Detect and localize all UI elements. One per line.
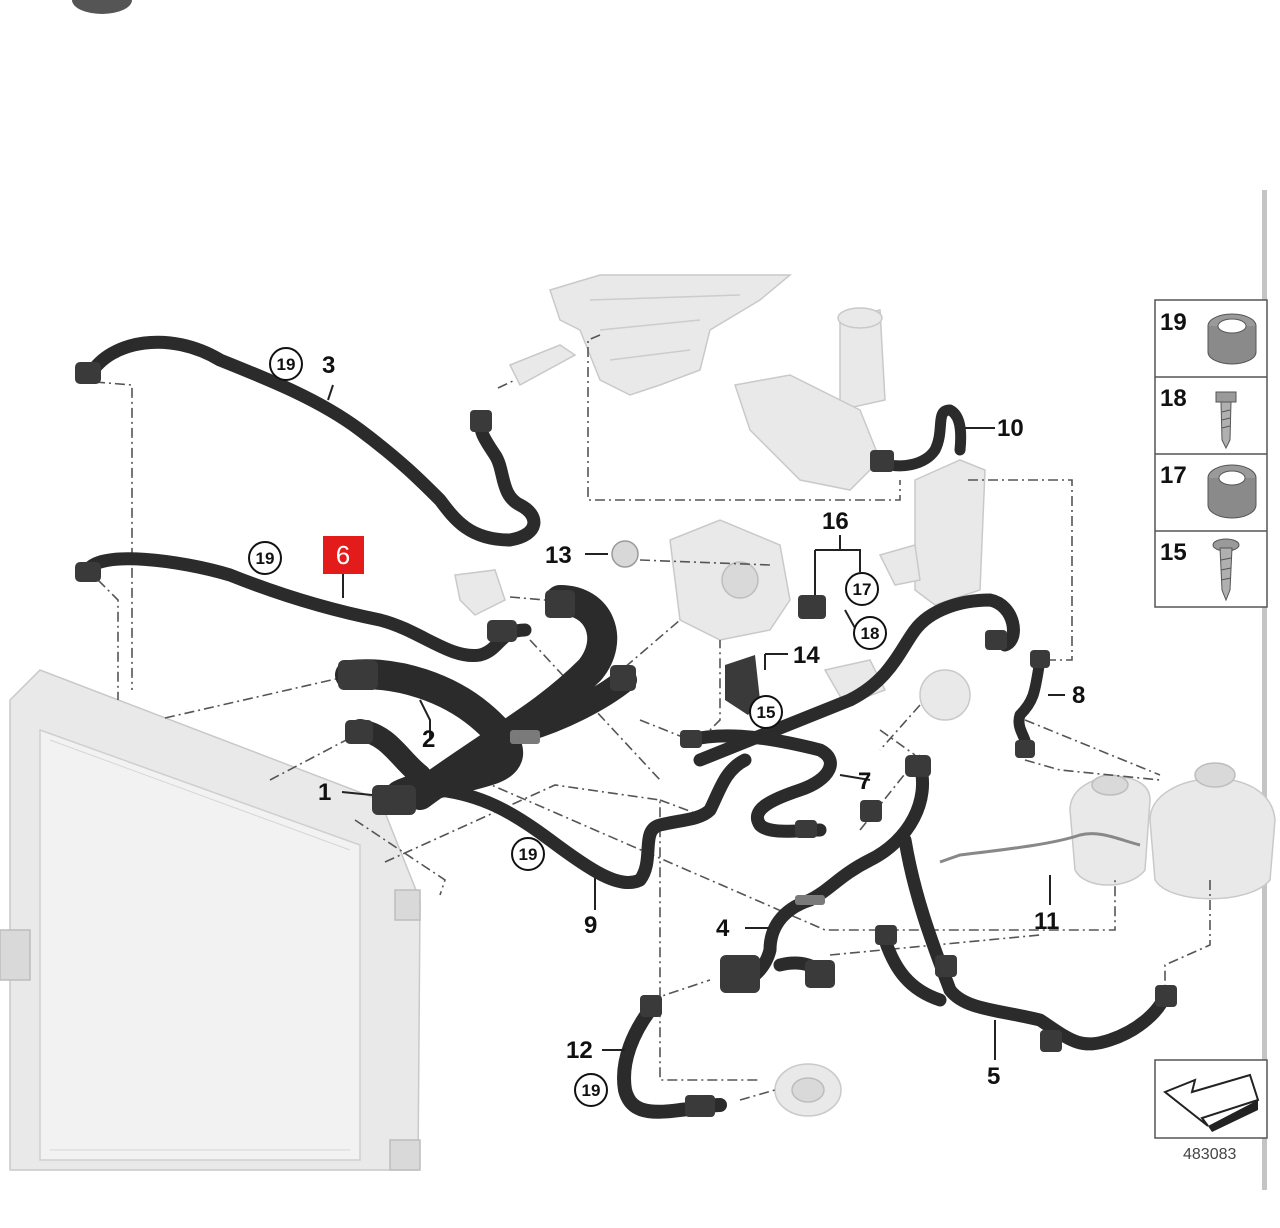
pipe-11 bbox=[939, 832, 1141, 864]
bolt-icon bbox=[1215, 391, 1237, 450]
highlight-label: 6 bbox=[336, 540, 350, 570]
circled-19-c: 19 bbox=[519, 845, 538, 864]
highlight-box bbox=[323, 536, 364, 574]
legend-label: 17 bbox=[1160, 462, 1187, 489]
hose-6 bbox=[81, 552, 532, 663]
circled-labels: 19 19 19 19 17 18 15 bbox=[248, 347, 887, 1107]
expansion-tank-upright bbox=[878, 459, 986, 606]
callout-8: 8 bbox=[1072, 682, 1085, 709]
hose-3 bbox=[83, 335, 541, 547]
hose-y-branch bbox=[405, 585, 618, 810]
top-edge-shape bbox=[72, 0, 132, 14]
coolant-expansion-tanks bbox=[1069, 762, 1276, 900]
thermostat-ghost bbox=[454, 569, 506, 616]
legend-label: 18 bbox=[1160, 385, 1187, 412]
coolant-pump bbox=[669, 519, 791, 641]
legend-label: 15 bbox=[1160, 539, 1187, 566]
leader-lines bbox=[327, 384, 1065, 1060]
hose-9 bbox=[433, 753, 752, 890]
highlighted-part-6[interactable]: 6 bbox=[323, 536, 364, 574]
callout-3: 3 bbox=[322, 352, 335, 379]
callout-5: 5 bbox=[987, 1063, 1000, 1090]
diagram-reference-number: 483083 bbox=[1183, 1146, 1236, 1163]
callout-12: 12 bbox=[566, 1037, 593, 1064]
circled-18: 18 bbox=[861, 624, 880, 643]
callout-10: 10 bbox=[997, 415, 1024, 442]
callout-7: 7 bbox=[858, 768, 871, 795]
hose-upper-return bbox=[693, 593, 1020, 767]
parts-legend: 19 18 17 15 bbox=[1154, 299, 1268, 608]
oil-filter-housing bbox=[734, 307, 886, 491]
legend-item-15[interactable]: 15 bbox=[1160, 538, 1240, 602]
front-direction-arrow-icon bbox=[1163, 1073, 1260, 1132]
clip-ring-icon bbox=[1207, 464, 1257, 519]
callout-11: 11 bbox=[1034, 908, 1059, 935]
legend-label: 19 bbox=[1160, 309, 1187, 336]
radiator bbox=[0, 669, 421, 1171]
hose-8 bbox=[1013, 654, 1046, 756]
auxiliary-water-pump bbox=[823, 659, 971, 721]
hoses bbox=[75, 335, 1177, 1119]
circled-17: 17 bbox=[853, 580, 872, 599]
circled-19-d: 19 bbox=[582, 1081, 601, 1100]
circled-19-a: 19 bbox=[277, 355, 296, 374]
screw-icon bbox=[1212, 538, 1240, 602]
callout-1: 1 bbox=[318, 779, 331, 806]
legend-item-17[interactable]: 17 bbox=[1160, 462, 1257, 519]
hose-clamp-icon bbox=[1207, 313, 1257, 365]
legend-item-18[interactable]: 18 bbox=[1160, 385, 1237, 450]
scrollbar-track[interactable] bbox=[1262, 190, 1267, 1190]
hose-10 bbox=[874, 404, 967, 472]
hose-5 bbox=[898, 833, 1172, 1051]
circled-15: 15 bbox=[757, 703, 776, 722]
front-direction-indicator bbox=[1154, 1059, 1268, 1139]
callout-4: 4 bbox=[716, 915, 730, 942]
callout-14: 14 bbox=[793, 642, 820, 669]
callout-9: 9 bbox=[584, 912, 597, 939]
legend-item-19[interactable]: 19 bbox=[1160, 309, 1257, 365]
callout-13: 13 bbox=[545, 542, 572, 569]
callout-2: 2 bbox=[422, 726, 435, 753]
callout-16: 16 bbox=[822, 508, 849, 535]
callout-labels: 1 2 3 4 5 7 8 9 10 11 12 13 14 16 bbox=[318, 352, 1085, 1090]
intake-manifold bbox=[508, 274, 793, 396]
circled-19-b: 19 bbox=[256, 549, 275, 568]
electric-pump-lower bbox=[774, 1063, 842, 1117]
